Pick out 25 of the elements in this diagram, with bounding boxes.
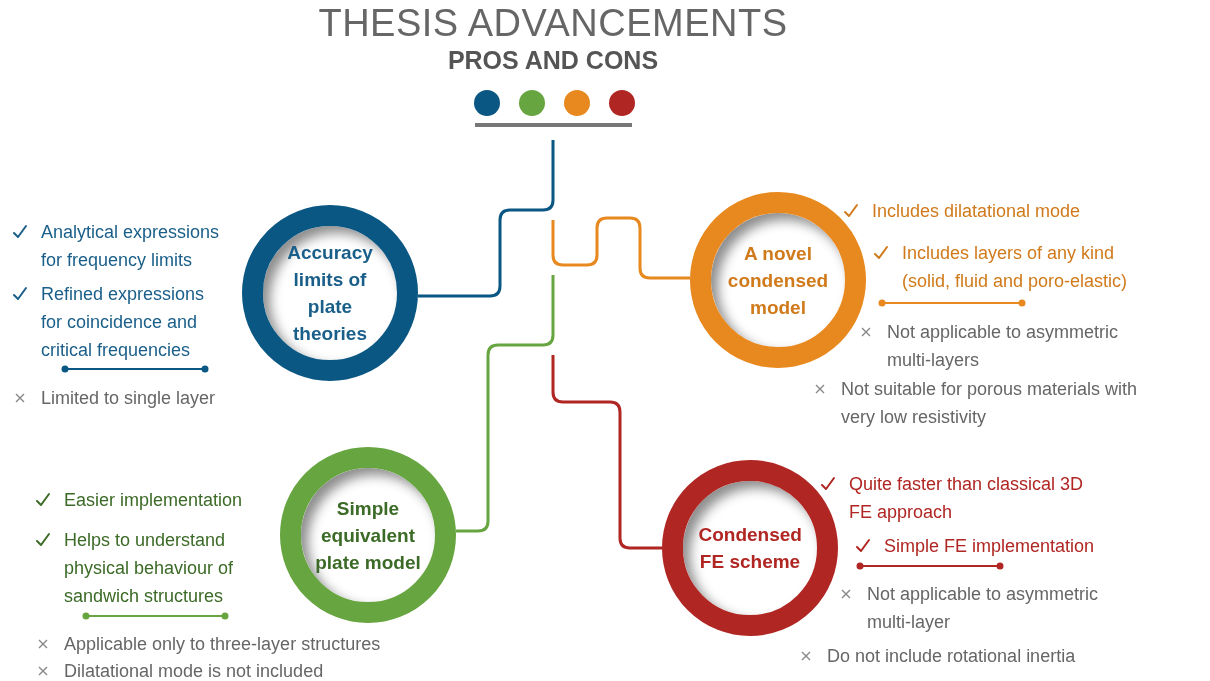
connector-line bbox=[551, 216, 690, 280]
topic-label: A novel condensed model bbox=[726, 241, 830, 320]
topic-label: Accuracy limits of plate theories bbox=[286, 241, 374, 346]
connector-line bbox=[417, 140, 555, 298]
topic-label: Condensed FE scheme bbox=[698, 523, 802, 574]
advantage-text: Simple FE implementation bbox=[884, 535, 1096, 558]
title: THESIS ADVANCEMENTS bbox=[317, 2, 789, 45]
advantage-text: Refined expressions for coincidence and critical frequencies bbox=[41, 283, 206, 362]
drawback-text: Not suitable for porous materials with very low resistivity bbox=[841, 378, 1139, 429]
drawback-text: Limited to single layer bbox=[41, 387, 217, 410]
advantage-text: Analytical expressions for frequency limits bbox=[41, 221, 221, 272]
drawback-text: Not applicable to asymmetric multi-layer bbox=[867, 583, 1100, 634]
drawback-text: Applicable only to three-layer structures bbox=[64, 633, 382, 656]
topic-label: Simple equivalent plate model bbox=[315, 496, 421, 575]
drawback-text: Not applicable to asymmetric multi-layers bbox=[887, 321, 1120, 372]
advantage-text: Includes dilatational mode bbox=[872, 200, 1082, 223]
subtitle: PROS AND CONS bbox=[446, 46, 660, 75]
advantage-text: Helps to understand physical behaviour of sandwich structures bbox=[64, 529, 235, 608]
connector-line bbox=[455, 275, 555, 533]
drawback-text: Dilatational mode is not included bbox=[64, 660, 325, 681]
advantage-text: Easier implementation bbox=[64, 489, 244, 512]
connector-line bbox=[551, 355, 662, 550]
advantage-text: Quite faster than classical 3D FE approach bbox=[849, 473, 1085, 524]
drawback-text: Do not include rotational inertia bbox=[827, 645, 1077, 668]
advantage-text: Includes layers of any kind (solid, fluid and poro-elastic) bbox=[902, 242, 1129, 293]
